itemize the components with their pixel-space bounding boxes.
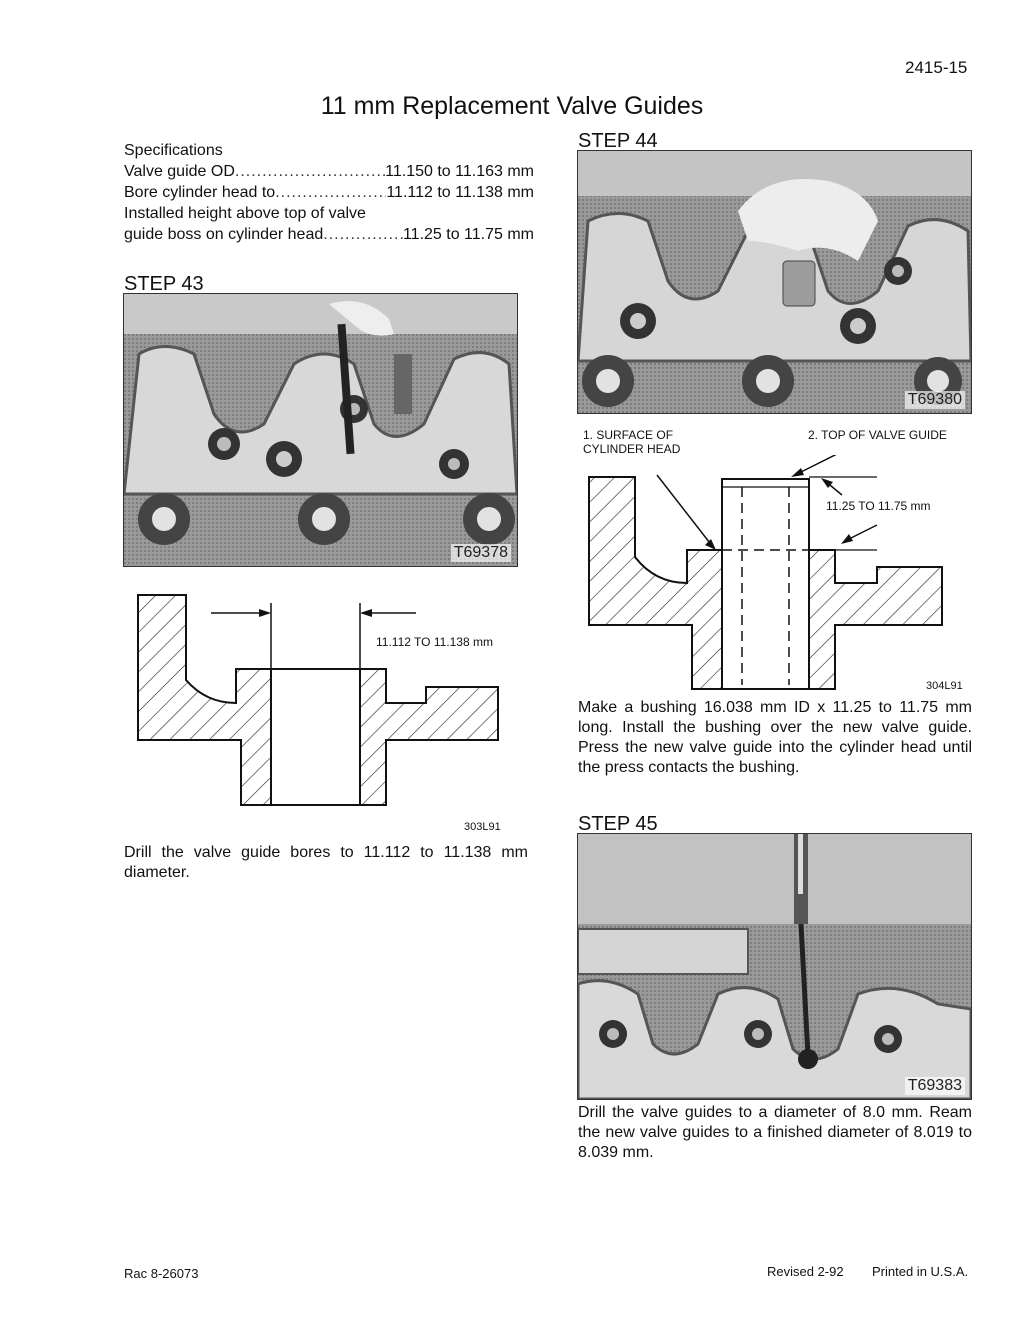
photo-code: T69383 xyxy=(904,1077,965,1095)
step43-figure-code: 303L91 xyxy=(464,821,501,833)
step43-heading: STEP 43 xyxy=(124,273,204,295)
cylinder-head-photo xyxy=(576,834,973,1101)
spec-label: Valve guide OD xyxy=(124,163,235,180)
step45-heading: STEP 45 xyxy=(578,813,658,835)
spec-label: Bore cylinder head to xyxy=(124,184,276,201)
page-number: 2415-15 xyxy=(905,58,968,77)
spec-value: 11.112 to 11.138 mm xyxy=(386,184,534,201)
callout-top-of-valve-guide: 2. TOP OF VALVE GUIDE xyxy=(808,428,947,442)
step44-photo: T69380 xyxy=(576,150,973,414)
spec-value: 11.25 to 11.75 mm xyxy=(402,226,534,243)
photo-code: T69380 xyxy=(904,391,965,409)
step44-heading: STEP 44 xyxy=(578,130,658,152)
cylinder-head-photo xyxy=(122,294,519,566)
leader-dots xyxy=(323,224,403,245)
footer-printed: Printed in U.S.A. xyxy=(872,1264,969,1279)
spec-value: 11.150 to 11.163 mm xyxy=(385,163,534,180)
step45-instruction: Drill the valve guides to a diameter of … xyxy=(578,1104,972,1161)
spec-label: guide boss on cylinder head xyxy=(124,226,324,243)
cylinder-head-photo xyxy=(576,151,973,413)
leader-dots xyxy=(235,161,385,182)
step44-figure-code: 304L91 xyxy=(926,680,963,692)
step43-photo: T69378 xyxy=(122,293,519,567)
footer-document-number: Rac 8-26073 xyxy=(124,1266,199,1281)
spec-row: Bore cylinder head to 11.112 to 11.138 m… xyxy=(124,182,534,203)
spec-row: Valve guide OD 11.150 to 11.163 mm xyxy=(124,161,534,182)
callout-line: 1. SURFACE OF xyxy=(583,428,674,442)
step43-bore-diagram xyxy=(137,594,499,806)
photo-code: T69378 xyxy=(450,544,511,562)
callout-line: CYLINDER HEAD xyxy=(583,442,681,456)
callout-surface-of-cylinder-head: 1. SURFACE OF CYLINDER HEAD xyxy=(583,428,680,456)
step44-instruction: Make a bushing 16.038 mm ID x 11.25 to 1… xyxy=(578,699,972,776)
leader-dots xyxy=(275,182,386,203)
spec-row: guide boss on cylinder head 11.25 to 11.… xyxy=(124,224,534,245)
step43-dimension-label: 11.112 TO 11.138 mm xyxy=(376,635,493,649)
specifications-block: Specifications Valve guide OD 11.150 to … xyxy=(124,140,534,245)
footer-revised: Revised 2-92 xyxy=(767,1264,844,1279)
step44-dimension-label: 11.25 TO 11.75 mm xyxy=(826,499,931,513)
spec-installed-line: Installed height above top of valve xyxy=(124,205,366,222)
step45-photo: T69383 xyxy=(576,833,973,1101)
specifications-heading: Specifications xyxy=(124,142,223,159)
step44-bushing-diagram xyxy=(588,455,943,690)
step43-instruction: Drill the valve guide bores to 11.112 to… xyxy=(124,844,528,881)
page-title: 11 mm Replacement Valve Guides xyxy=(320,92,704,120)
